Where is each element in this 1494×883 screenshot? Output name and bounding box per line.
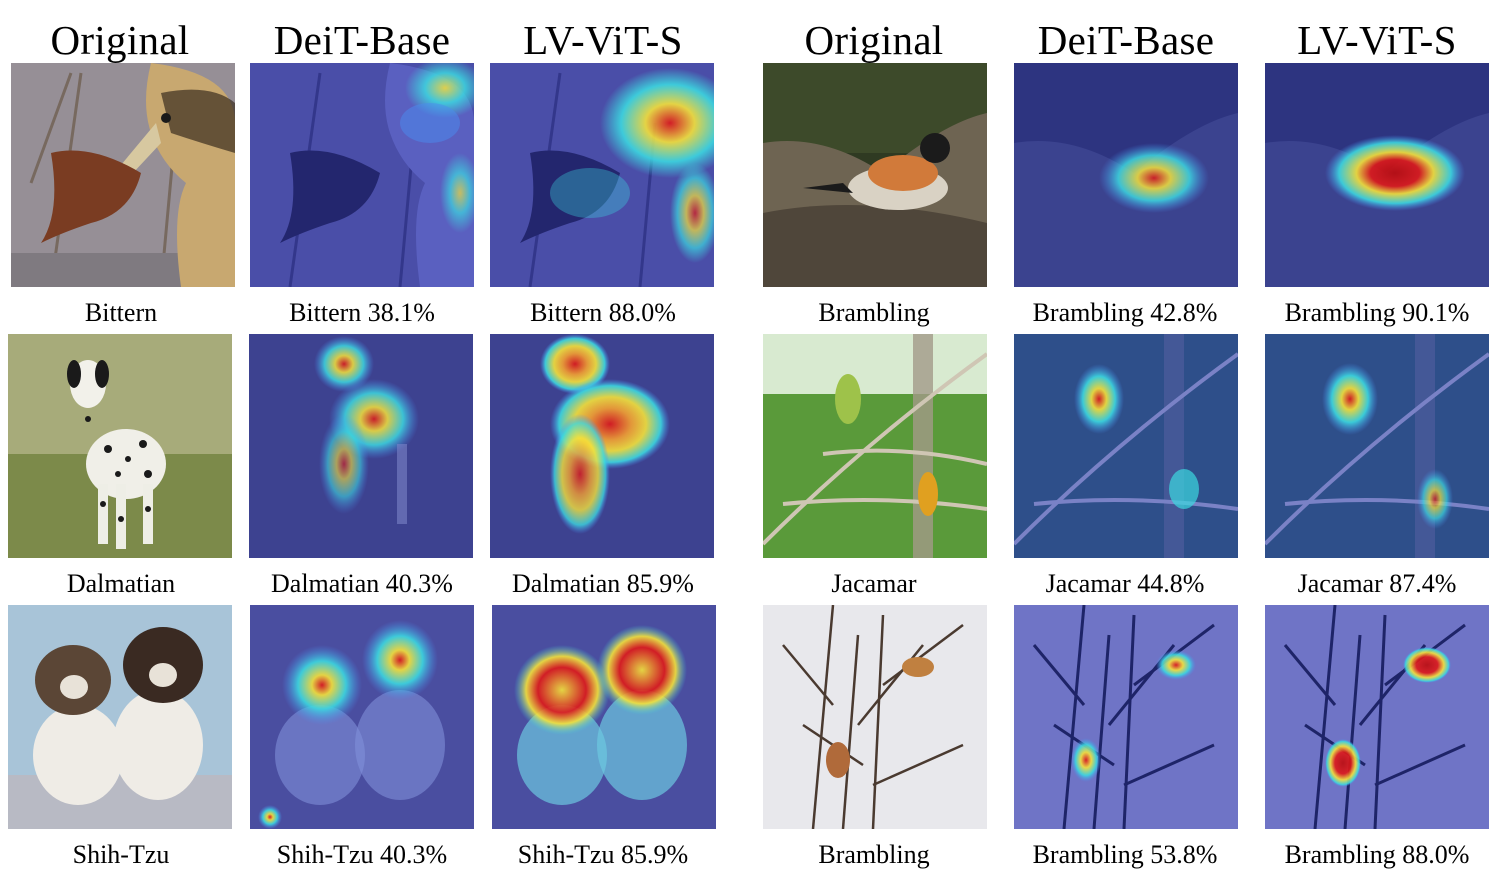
image-shih-tzu-lvvit-heatmap <box>492 605 716 829</box>
caption-jacamar-lvvit: Jacamar 87.4% <box>1297 569 1457 598</box>
caption-shih-tzu-deit: Shih-Tzu 40.3% <box>276 840 448 869</box>
caption-jacamar-deit: Jacamar 44.8% <box>1045 569 1205 598</box>
caption-bittern-deit: Bittern 38.1% <box>289 298 435 327</box>
image-jacamar-lvvit-heatmap <box>1265 334 1489 558</box>
caption-shih-tzu-lvvit: Shih-Tzu 85.9% <box>517 840 689 869</box>
image-dalmatian-lvvit-heatmap <box>490 334 714 558</box>
image-dalmatian-original <box>8 334 232 558</box>
caption-bittern-original: Bittern <box>84 298 158 327</box>
image-brambling-snow-lvvit-heatmap <box>1265 605 1489 829</box>
caption-brambling-original: Brambling <box>818 298 930 327</box>
column-header-original-right: Original <box>804 17 944 63</box>
column-header-original-left: Original <box>50 17 190 63</box>
caption-brambling-snow-lvvit: Brambling 88.0% <box>1284 840 1470 869</box>
caption-brambling-snow-deit: Brambling 53.8% <box>1032 840 1218 869</box>
image-shih-tzu-deit-heatmap <box>250 605 474 829</box>
caption-dalmatian-deit: Dalmatian 40.3% <box>271 569 453 598</box>
image-brambling-snow-original <box>763 605 987 829</box>
column-header-lv-vit-s-right: LV-ViT-S <box>1297 17 1457 63</box>
column-header-deit-base-left: DeiT-Base <box>273 17 451 63</box>
caption-brambling-lvvit: Brambling 90.1% <box>1284 298 1470 327</box>
image-shih-tzu-original <box>8 605 232 829</box>
image-bittern-original <box>11 63 235 287</box>
image-bittern-deit-heatmap <box>250 63 474 287</box>
image-brambling-deit-heatmap <box>1014 63 1238 287</box>
caption-jacamar-original: Jacamar <box>831 569 917 598</box>
caption-shih-tzu-original: Shih-Tzu <box>72 840 170 869</box>
image-brambling-snow-deit-heatmap <box>1014 605 1238 829</box>
image-brambling-lvvit-heatmap <box>1265 63 1489 287</box>
caption-brambling-deit: Brambling 42.8% <box>1032 298 1218 327</box>
image-dalmatian-deit-heatmap <box>249 334 473 558</box>
caption-brambling-snow-original: Brambling <box>818 840 930 869</box>
caption-dalmatian-original: Dalmatian <box>66 569 176 598</box>
image-brambling-original <box>763 63 987 287</box>
image-jacamar-original <box>763 334 987 558</box>
image-jacamar-deit-heatmap <box>1014 334 1238 558</box>
image-bittern-lvvit-heatmap <box>490 63 714 287</box>
caption-bittern-lvvit: Bittern 88.0% <box>530 298 676 327</box>
caption-dalmatian-lvvit: Dalmatian 85.9% <box>512 569 694 598</box>
column-header-lv-vit-s-left: LV-ViT-S <box>523 17 683 63</box>
column-header-deit-base-right: DeiT-Base <box>1037 17 1215 63</box>
